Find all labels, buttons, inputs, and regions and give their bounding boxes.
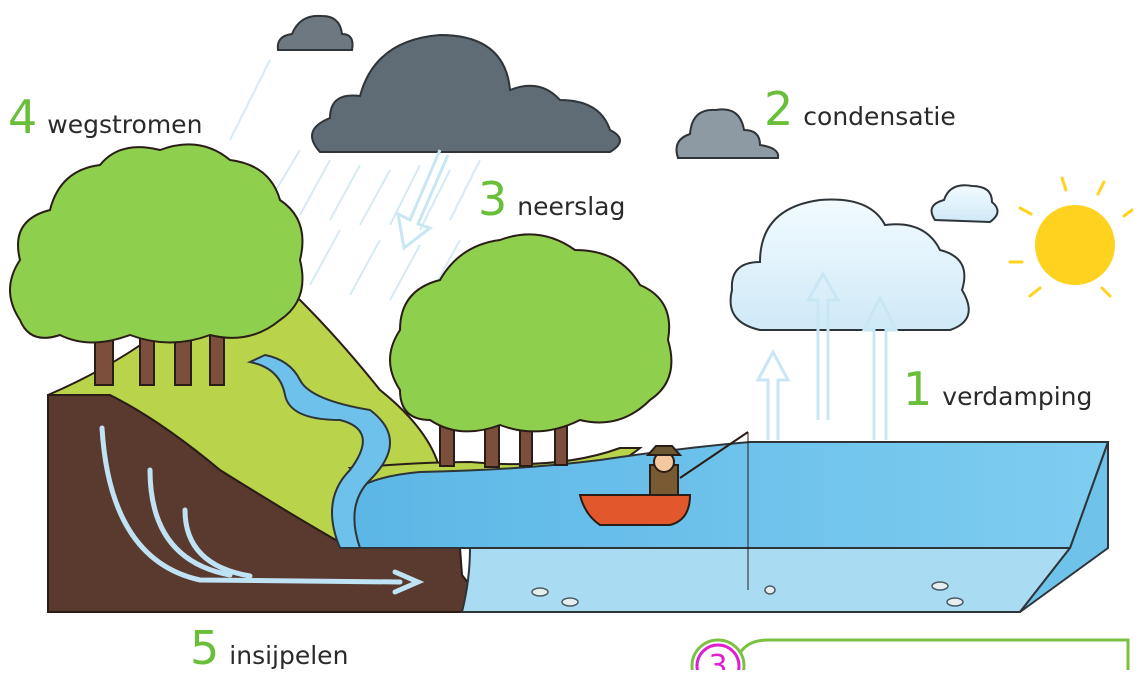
precipitation-arrow [398,150,448,248]
badge-number: 3 [708,649,727,670]
step-number-3: 3 [478,176,507,222]
label-step-3: 3 neerslag [478,176,625,222]
step-number-1: 1 [903,366,932,412]
grey-cloud-right [677,109,779,158]
small-storm-cloud [278,16,353,50]
storm-cloud [312,35,620,152]
step-number-2: 2 [764,86,793,132]
step-text-3: neerslag [517,194,625,219]
step-text-4: wegstromen [47,112,202,137]
step-number-5: 5 [190,625,219,671]
white-cloud [731,185,998,330]
sun-icon [1010,178,1132,296]
label-step-1: 1 verdamping [903,366,1092,412]
exercise-badge: 3 [688,636,1141,670]
label-step-2: 2 condensatie [764,86,956,132]
step-number-4: 4 [8,94,37,140]
step-text-1: verdamping [942,384,1092,409]
step-text-2: condensatie [803,104,955,129]
step-text-5: insijpelen [229,643,348,668]
label-step-4: 4 wegstromen [8,94,202,140]
middle-forest [390,234,671,467]
label-step-5: 5 insijpelen [190,625,348,671]
